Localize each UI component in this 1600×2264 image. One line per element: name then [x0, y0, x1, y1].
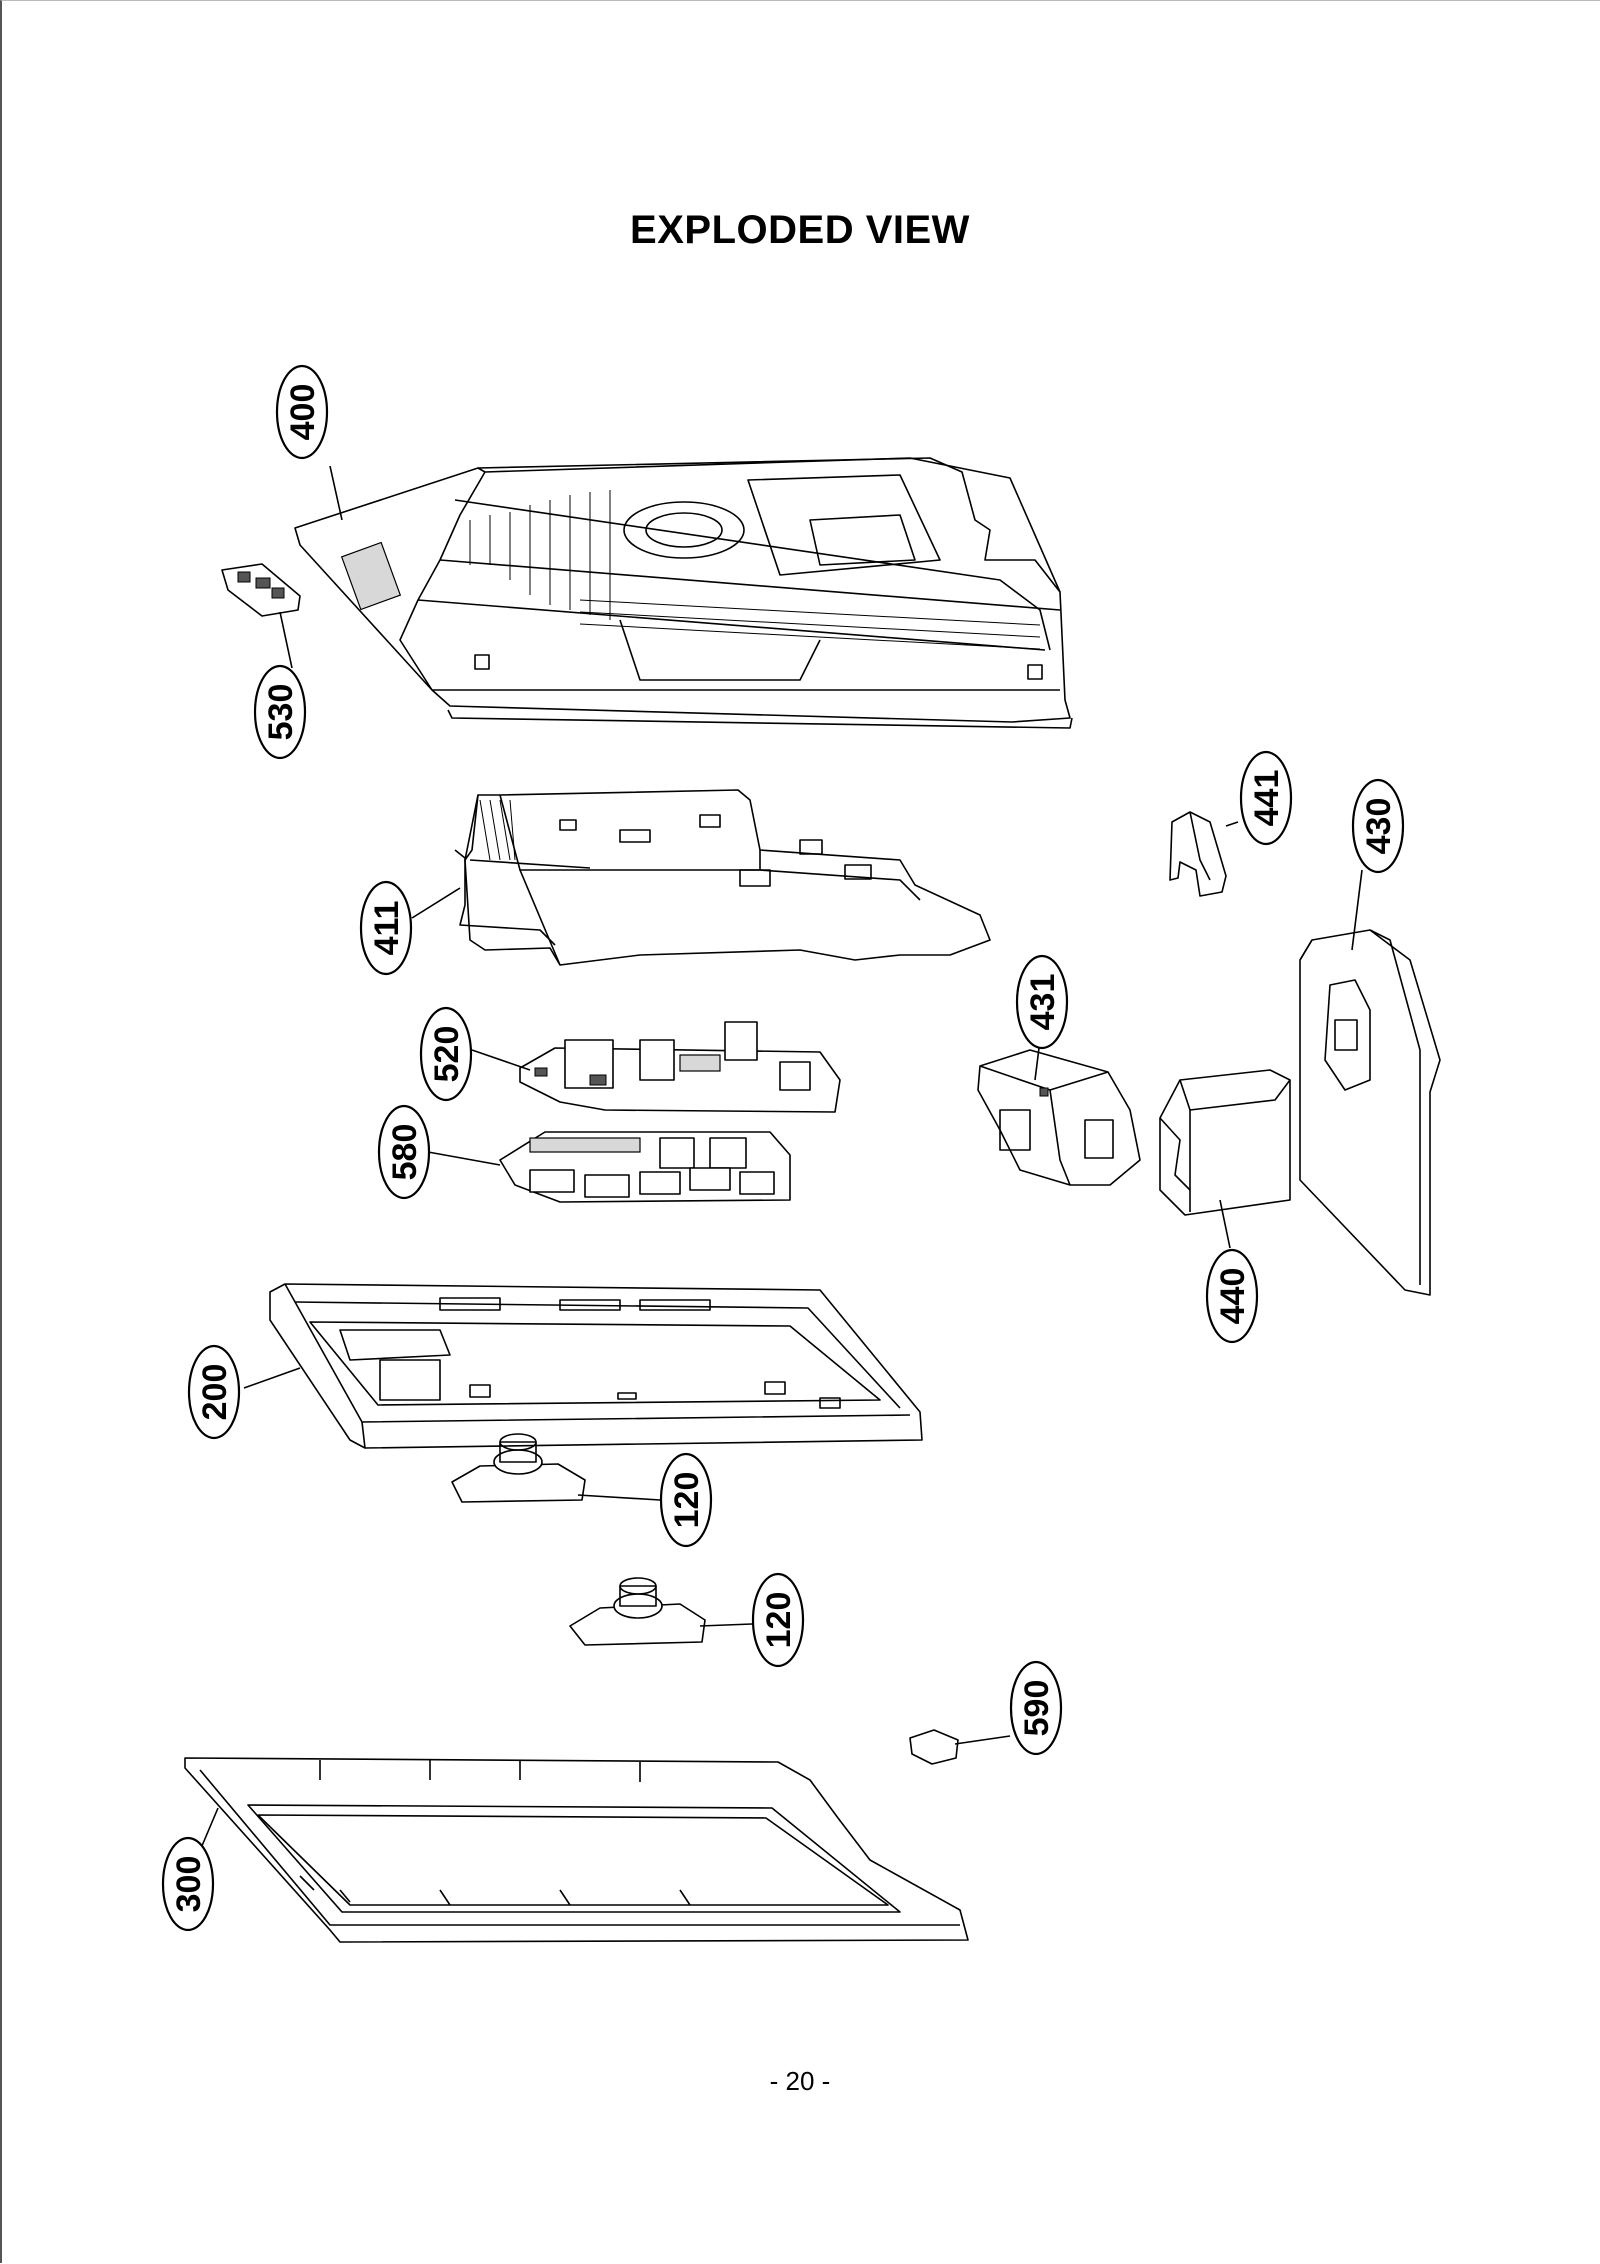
callout-411: 411: [359, 880, 413, 976]
callout-300: 300: [161, 1836, 215, 1932]
svg-text:590: 590: [1018, 1680, 1056, 1737]
svg-text:400: 400: [284, 384, 322, 441]
shield-chassis-part: [454, 789, 991, 966]
power-board-part: [519, 1021, 841, 1113]
callout-440: 440: [1205, 1248, 1259, 1344]
lcd-module-part: [269, 1283, 923, 1449]
callout-200: 200: [187, 1344, 241, 1440]
svg-text:530: 530: [262, 684, 300, 741]
button-590-part: [909, 1729, 959, 1765]
svg-text:300: 300: [170, 1856, 208, 1913]
svg-text:411: 411: [368, 901, 406, 956]
stand-base-part: [1299, 929, 1441, 1296]
callout-430: 430: [1351, 778, 1405, 874]
back-cover-part: [294, 457, 1073, 729]
speaker-upper-part: [451, 1433, 586, 1503]
callout-590: 590: [1009, 1660, 1063, 1756]
callout-120-upper: 120: [659, 1452, 713, 1548]
svg-text:431: 431: [1024, 974, 1062, 1031]
svg-text:200: 200: [196, 1364, 234, 1421]
callout-580: 580: [377, 1104, 431, 1200]
stand-neck-part: [1159, 1069, 1291, 1216]
speaker-lower-part: [569, 1577, 706, 1646]
page-title: EXPLODED VIEW: [630, 208, 970, 252]
svg-text:120: 120: [668, 1472, 706, 1529]
callout-520: 520: [419, 1006, 473, 1102]
hinge-cover-part: [1169, 811, 1227, 897]
callout-530: 530: [253, 664, 307, 760]
callout-441: 441: [1239, 750, 1293, 846]
front-cabinet-part: [184, 1757, 969, 1943]
stand-hinge-part: [977, 1049, 1141, 1186]
svg-text:441: 441: [1248, 770, 1286, 827]
svg-text:440: 440: [1214, 1268, 1252, 1325]
main-board-part: [499, 1131, 791, 1203]
svg-text:120: 120: [760, 1592, 798, 1649]
svg-text:430: 430: [1360, 798, 1398, 855]
svg-text:580: 580: [386, 1124, 424, 1181]
small-board-530-part: [221, 563, 301, 617]
callout-120-lower: 120: [751, 1572, 805, 1668]
callout-400: 400: [275, 364, 329, 460]
page-number: - 20 -: [769, 2066, 831, 2096]
svg-text:520: 520: [428, 1026, 466, 1083]
callout-431: 431: [1015, 954, 1069, 1050]
